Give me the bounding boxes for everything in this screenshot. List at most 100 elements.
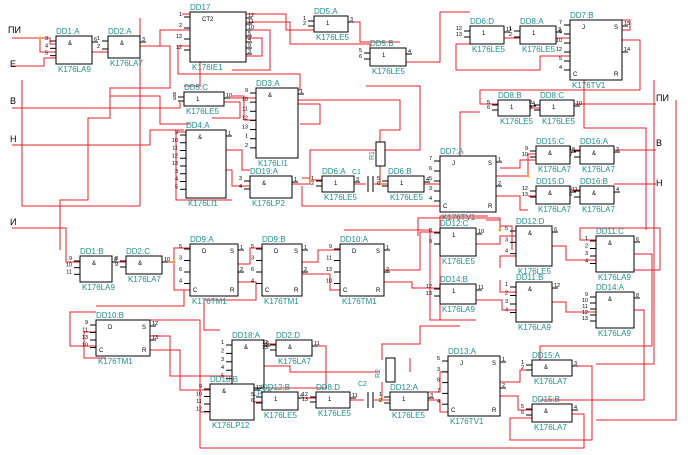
ic-reference: DD15:B [532, 395, 560, 404]
ic-body [595, 235, 635, 273]
pin-number: 2 [509, 32, 512, 38]
pin-number: 1 [240, 245, 243, 251]
pin-number: 10 [478, 229, 484, 235]
component-layer: 3456&DD1:AK176LA9123&DD2:AK176LA71213121… [45, 3, 640, 432]
pin-number: 9 [329, 244, 332, 250]
pin-number: 12 [248, 13, 254, 19]
pin-number: 12 [172, 153, 178, 159]
pin-number: 5 [251, 244, 254, 250]
ic-body [515, 225, 553, 267]
ic-reference: DD6:B [388, 167, 412, 176]
pin-number: 11 [506, 27, 512, 33]
ic-function-symbol: R [294, 288, 299, 294]
pin-number: 4 [179, 279, 182, 285]
pin-number: 14 [624, 47, 630, 53]
ic-reference: DD6:D [470, 17, 494, 26]
pin-number: 6 [487, 105, 490, 111]
pin-number: 6 [429, 166, 432, 172]
ic-function-symbol: D [274, 249, 279, 255]
pin-number: 12 [242, 115, 248, 121]
ic-function-symbol: S [294, 249, 298, 255]
ic-function-symbol: R [142, 348, 147, 354]
ic-function-symbol: 1 [196, 97, 200, 103]
ic-function-symbol: & [138, 261, 142, 267]
pin-number: 4 [175, 177, 178, 183]
ic-part-number: K176TM1 [342, 297, 377, 306]
ic-body [189, 243, 239, 297]
ic-function-symbol: & [244, 345, 248, 351]
pin-number: 5 [377, 176, 380, 182]
pin-number: 9 [585, 292, 588, 298]
pin-number: 12 [152, 321, 158, 327]
ic-body [387, 175, 425, 193]
ic-reference: DD10:A [340, 235, 369, 244]
pin-number: 11 [242, 106, 248, 112]
pin-number: 1 [221, 340, 224, 346]
pin-number: 3 [429, 186, 432, 192]
ic-part-number: K176LE5 [442, 257, 475, 266]
pin-number: 9 [85, 320, 88, 326]
ic-function-symbol: D [202, 249, 207, 255]
ic-reference: DD11:C [596, 227, 624, 236]
net-label-pi-right: ПИ [656, 93, 669, 103]
pin-number: 5 [487, 100, 490, 106]
pin-number: 5 [175, 184, 178, 190]
ic-reference: DD15:D [536, 177, 565, 186]
pin-number: 1 [498, 157, 501, 163]
pin-number: 5 [179, 244, 182, 250]
pin-number: 2 [505, 291, 508, 297]
pin-number: 3 [221, 357, 224, 363]
ic-function-symbol: & [268, 93, 272, 99]
junction-dots [38, 36, 530, 402]
pin-number: 10 [242, 97, 248, 103]
capacitor-c1: C1 [352, 169, 374, 192]
pin-number: 8 [636, 293, 639, 299]
ic-part-number: K176LA7 [534, 377, 567, 386]
pin-number: 6 [521, 410, 524, 416]
pin-number: 8 [429, 228, 432, 234]
ic-part-number: K176LE5 [518, 267, 551, 276]
ic-function-symbol: S [230, 249, 234, 255]
ic-function-symbol: J [582, 25, 585, 31]
pin-number: 2 [245, 143, 248, 149]
ic-body [535, 145, 571, 165]
ic-body [579, 185, 615, 205]
ic-part-number: K176TV1 [450, 417, 484, 426]
pin-number: 1 [228, 131, 231, 137]
resistor-r2: R2 [375, 357, 396, 383]
ic-reference: DD5:C [184, 83, 208, 92]
ic-part-number: K176LE5 [316, 33, 349, 42]
ic-part-number: K176LE5 [186, 107, 219, 116]
ic-part-number: K176LA7 [582, 165, 615, 174]
ic-part-number: K176LE5 [390, 193, 423, 202]
pin-number: 4 [221, 365, 224, 371]
pin-number: 9 [175, 130, 178, 136]
pin-number: 10 [522, 152, 528, 158]
pin-number: 2 [303, 21, 306, 27]
pin-number: 3 [356, 177, 359, 183]
ic-function-symbol: C [265, 288, 270, 294]
pin-number: 4 [408, 49, 411, 55]
pin-number: 5 [221, 374, 224, 380]
pin-number: 13 [456, 32, 462, 38]
ic-part-number: K176TM1 [192, 297, 227, 306]
ic-body [369, 47, 407, 67]
ic-function-symbol: 1 [274, 397, 278, 403]
pin-number: 4 [585, 259, 588, 265]
ic-part-number: K176LA7 [110, 59, 143, 68]
ic-part-number: K176LA9 [598, 273, 631, 282]
capacitor-c1-label: C1 [352, 169, 361, 176]
ic-body [313, 15, 349, 33]
ic-reference: DD10:B [96, 311, 124, 320]
pin-number: 13 [426, 291, 432, 297]
pin-number: 10 [556, 38, 562, 44]
